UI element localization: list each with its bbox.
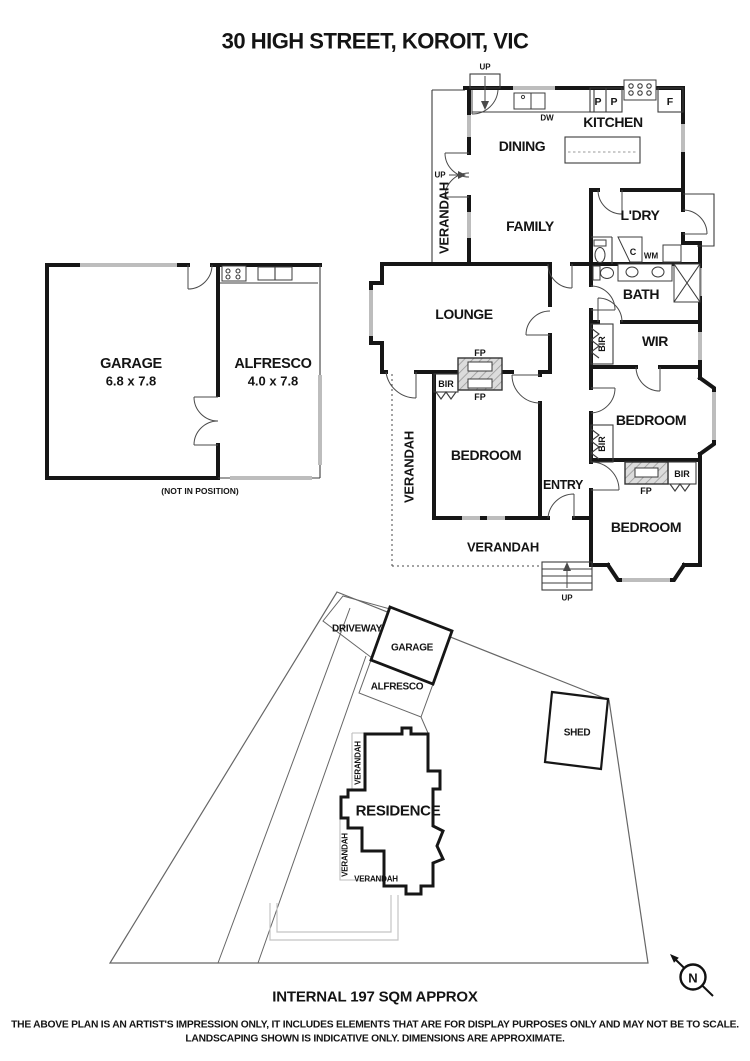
not-in-position-note: (NOT IN POSITION) [161,486,239,496]
site-residence-outline [339,726,446,896]
room-label-bedroom-3: BEDROOM [611,519,681,535]
sink-icon-2 [530,92,546,110]
bbq-icon [221,265,247,282]
up-label-verandah: UP [434,171,446,180]
toilet-icon-2 [592,265,601,281]
site-garage-outline [369,605,454,686]
alfresco-label: ALFRESCO [234,356,311,372]
washing-machine-icon [662,244,682,263]
site-shed-label: SHED [564,728,591,739]
cupboard-icon [617,236,643,263]
room-label-entry: ENTRY [543,478,584,492]
fp-label-bedroom3: FP [640,486,652,496]
fridge-label: F [667,96,674,108]
bir-label-bedroom1: BIR [438,379,454,389]
room-label-bedroom-1: BEDROOM [451,447,521,463]
page-title: 30 HIGH STREET, KOROIT, VIC [222,29,529,54]
site-fence-lines [217,607,367,964]
room-label-verandah-upper: VERANDAH [437,182,452,254]
site-path [269,895,399,941]
bir-label-hall1: BIR [597,336,607,352]
alfresco-dims: 4.0 x 7.8 [248,374,299,389]
verandah-boundary-lower [391,374,542,567]
site-residence-label: RESIDENCE [356,803,441,820]
footer: INTERNAL 197 SQM APPROX THE ABOVE PLAN I… [11,989,739,1045]
toilet-icon [593,239,607,247]
site-garage-label: GARAGE [391,643,434,654]
pantry-label-1: P [594,96,601,108]
fridge-box [657,87,684,113]
bir-label-bedroom2: BIR [597,436,607,452]
north-arrow-icon [670,954,679,963]
site-driveway-label: DRIVEWAY [332,624,383,635]
site-alfresco-label: ALFRESCO [371,682,424,693]
laundry-fixtures: C WM [591,236,682,264]
up-label-stairs: UP [561,594,573,603]
site-shed-outline [543,690,610,771]
room-label-laundry: L'DRY [621,207,661,223]
garage-label: GARAGE [100,356,162,372]
north-label: N [688,971,697,986]
disclaimer-line-2: LANDSCAPING SHOWN IS INDICATIVE ONLY. DI… [185,1034,565,1045]
stairs: UP [541,561,593,603]
site-verandah-label-bottom: VERANDAH [354,875,398,884]
fireplaces [457,357,669,485]
room-label-lounge: LOUNGE [435,306,493,322]
disclaimer-line-1: THE ABOVE PLAN IS AN ARTIST'S IMPRESSION… [11,1020,739,1031]
room-label-bath: BATH [623,286,660,302]
room-label-verandah-lower: VERANDAH [402,431,417,503]
cupboard-label: C [630,247,637,257]
island-bench [564,136,641,164]
outbuilding-plan: GARAGE 6.8 x 7.8 ALFRESCO 4.0 x 7.8 (NOT… [45,263,322,496]
north-compass: N [670,954,714,997]
up-verandah: UP [434,171,466,180]
fp-label-bedroom1: FP [474,392,486,402]
site-plan: DRIVEWAY GARAGE ALFRESCO SHED RESIDENCE … [108,591,649,964]
wm-label: WM [644,252,659,261]
room-label-family: FAMILY [506,218,555,234]
dw-label: DW [540,114,554,123]
room-label-wir: WIR [642,333,668,349]
up-label-top: UP [479,63,491,72]
bir-label-bedroom3: BIR [674,469,690,479]
doors [385,89,715,519]
main-floorplan: UP [369,63,716,603]
cooktop-icon [623,79,657,101]
site-verandah-label-left: VERANDAH [341,833,350,877]
pantry-label-2: P [610,96,617,108]
site-verandah-label-top: VERANDAH [354,741,363,785]
site-boundary [108,591,649,964]
bath-fixtures [592,263,701,303]
fp-label-lounge: FP [474,348,486,358]
garage-dims: 6.8 x 7.8 [106,374,157,389]
robes [433,323,697,492]
verandah-boundary-upper [431,89,465,264]
internal-area-text: INTERNAL 197 SQM APPROX [272,989,478,1006]
room-label-bedroom-2: BEDROOM [616,412,686,428]
room-label-verandah-bottom: VERANDAH [467,540,539,555]
kitchen-fixtures: DW P P F [472,79,684,164]
room-label-dining: DINING [499,138,546,154]
room-label-kitchen: KITCHEN [583,114,643,130]
porch-top: UP [469,63,501,110]
